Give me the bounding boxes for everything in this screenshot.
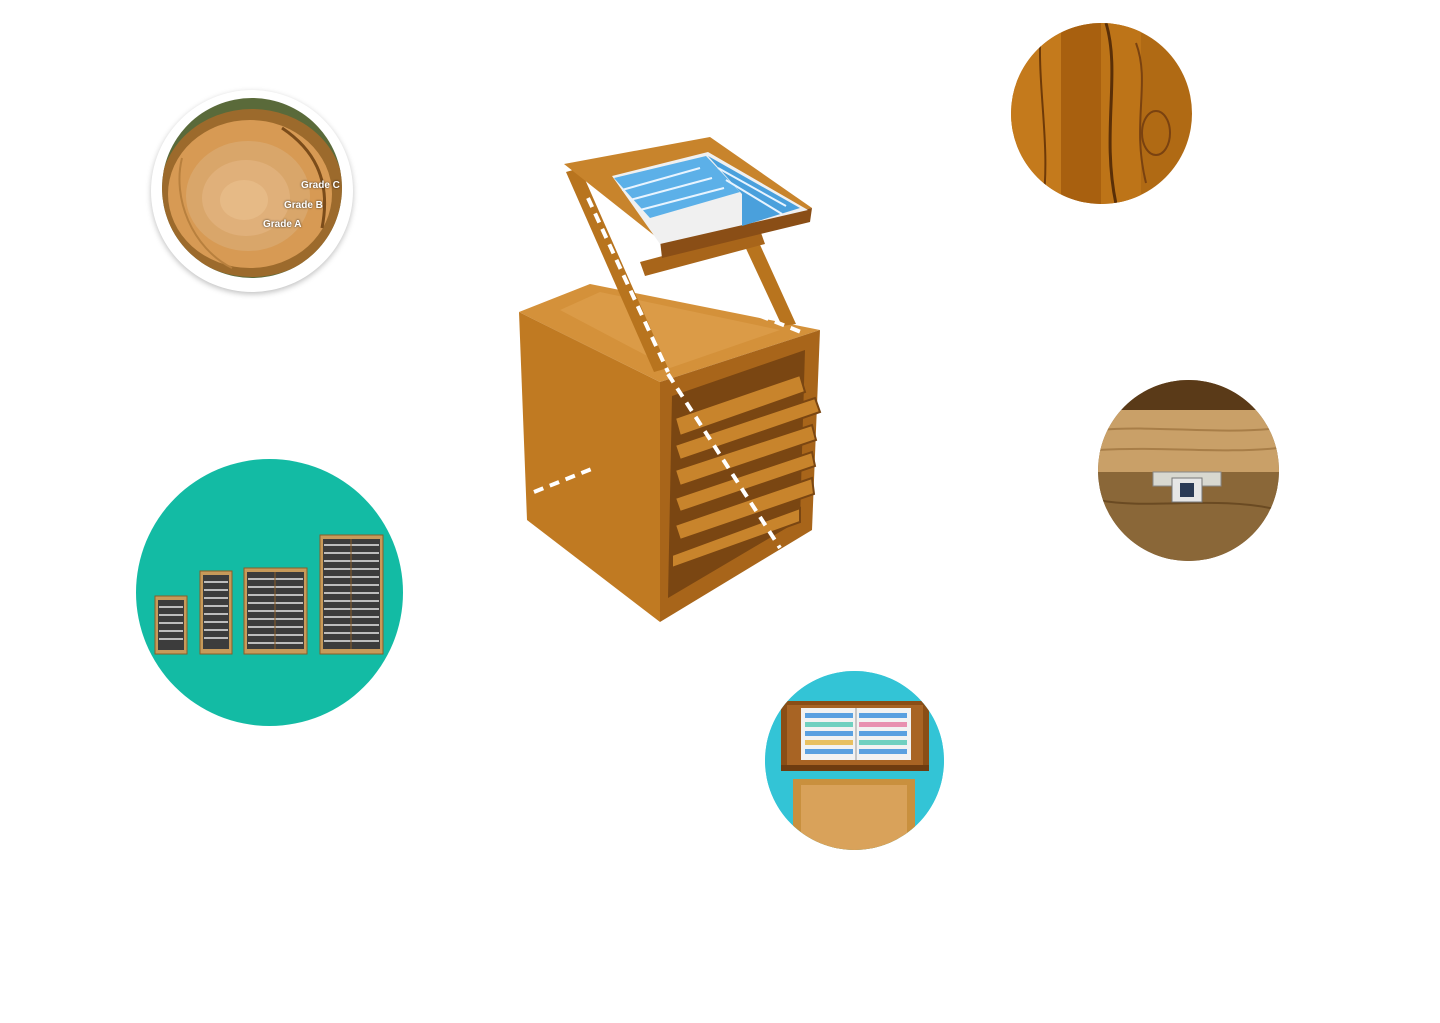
drawer-lock-circle[interactable] (1098, 380, 1279, 561)
quran-stand-cabinet-photo (519, 137, 822, 622)
reading-stand-photo (765, 671, 944, 850)
drawer-lock-photo (1098, 380, 1279, 561)
reading-stand-circle[interactable] (765, 671, 944, 850)
grade-a-label: Grade A (263, 219, 302, 230)
teak-cross-section-photo: Grade C Grade B Grade A (162, 98, 342, 278)
teak-grain-circle[interactable] (1011, 23, 1192, 204)
bookcase-sizes-photo (154, 534, 384, 655)
teak-grain-photo (1011, 23, 1192, 204)
grade-c-label: Grade C (301, 180, 340, 191)
grade-b-label: Grade B (284, 200, 323, 211)
bookcase-sizes-circle[interactable] (136, 459, 403, 726)
teak-grade-circle[interactable]: Grade C Grade B Grade A (151, 90, 353, 292)
quran-stand-cabinet[interactable] (500, 120, 840, 640)
